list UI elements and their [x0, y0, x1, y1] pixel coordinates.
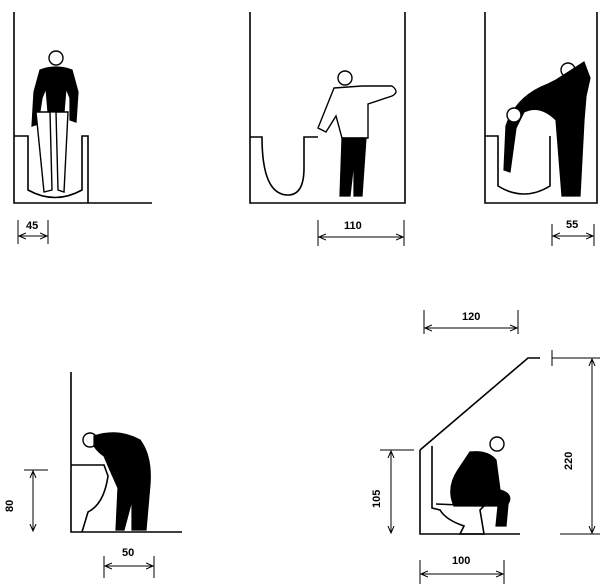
- panel-basin: 80 50: [4, 372, 182, 578]
- urinal-2: [250, 136, 318, 196]
- dimension-label-220: 220: [563, 452, 575, 470]
- urinal-1: [14, 135, 89, 203]
- wall-floor-4: [70, 372, 182, 533]
- panel-toilet: 120 105 220 100: [371, 310, 600, 584]
- wall-floor-3: [484, 12, 598, 204]
- dimension-label-105: 105: [371, 490, 383, 508]
- dimension-label-100: 100: [452, 555, 470, 567]
- washbasin: [71, 464, 109, 533]
- figure-standing-1: [31, 50, 79, 193]
- wall-floor-1: [13, 12, 152, 204]
- dimension-label-80: 80: [4, 500, 16, 512]
- figure-bending-3: [503, 61, 591, 197]
- urinal-3: [485, 135, 551, 195]
- dimension-label-50: 50: [122, 547, 134, 559]
- panel-standing-front: 45: [13, 12, 152, 244]
- panel-standing-side: 110: [249, 12, 406, 246]
- wall-floor-2: [249, 12, 406, 204]
- toilet: [431, 446, 486, 535]
- figure-standing-2: [317, 70, 397, 197]
- dimension-label-110: 110: [344, 220, 362, 232]
- panel-bending: 55: [484, 12, 598, 246]
- figure-seated: [450, 436, 511, 527]
- figure-washing: [82, 432, 151, 531]
- sloped-ceiling: [419, 357, 540, 451]
- dimension-label-45: 45: [26, 220, 38, 232]
- wall-floor-5: [419, 450, 520, 535]
- dimension-label-120: 120: [462, 311, 480, 323]
- dimension-label-55: 55: [566, 219, 578, 231]
